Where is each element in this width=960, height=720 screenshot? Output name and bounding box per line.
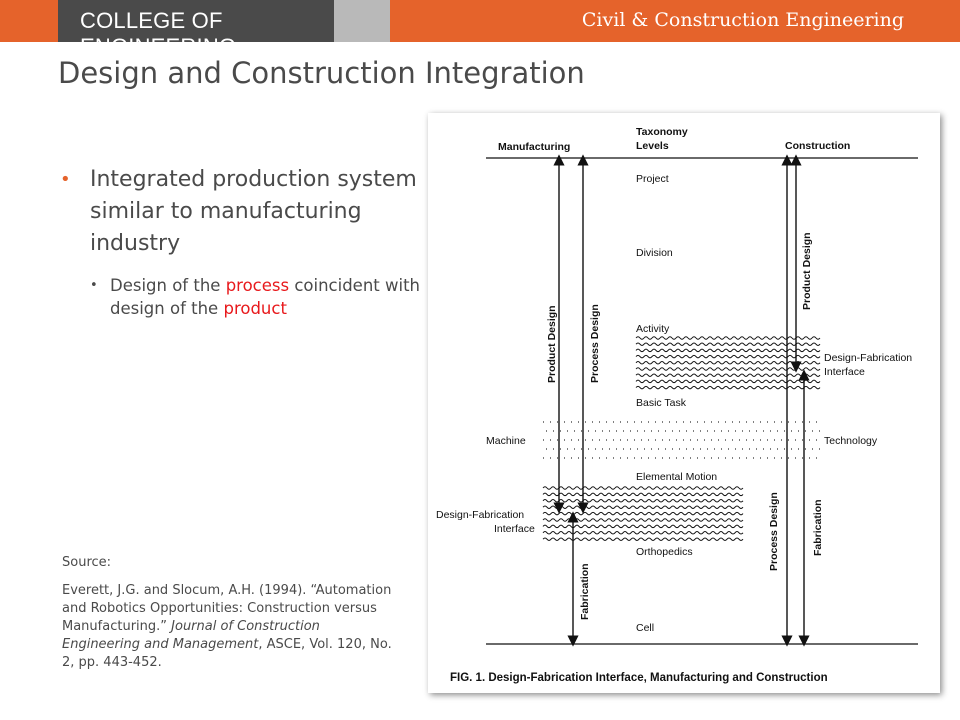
label-process-design-right: Process Design [768, 492, 780, 571]
header-construction: Construction [785, 140, 850, 152]
bullet-sub-part1: Design of the [110, 276, 226, 295]
level-cell: Cell [636, 622, 654, 634]
header-manufacturing: Manufacturing [498, 141, 570, 153]
level-elemental-motion: Elemental Motion [636, 471, 717, 483]
bullet-sub-part2: coincident with design of the [110, 276, 421, 318]
level-orthopedics: Orthopedics [636, 546, 693, 558]
source-citation: Everett, J.G. and Slocum, A.H. (1994). “… [62, 582, 402, 672]
department-name: Civil & Construction Engineering [581, 9, 904, 31]
bullet-main-text: Integrated production system similar to … [90, 167, 417, 256]
machine-label: Machine [486, 435, 526, 447]
label-fabrication-left: Fabrication [579, 563, 591, 620]
dfi-right-line2: Interface [824, 366, 865, 378]
level-project: Project [636, 173, 669, 185]
header-bar: COLLEGE OF ENGINEERING Civil & Construct… [0, 0, 960, 59]
label-product-design-left: Product Design [546, 305, 558, 383]
technology-band [543, 421, 820, 459]
bullet-list: Integrated production system similar to … [60, 164, 420, 320]
bullet-sub-product: product [223, 299, 287, 318]
figure-diagram: Manufacturing Taxonomy Levels Constructi… [428, 113, 940, 693]
journal-name: Journal of Construction Engineering and … [62, 619, 320, 652]
label-fabrication-right: Fabrication [812, 499, 824, 556]
header-levels: Levels [636, 140, 669, 152]
label-process-design-left: Process Design [589, 304, 601, 383]
dfi-left-line1: Design-Fabrication [436, 509, 524, 521]
citation-details: , ASCE, Vol. 120, No. 2, pp. 443-452. [62, 637, 392, 670]
bullet-sub: Design of the process coincident with de… [90, 274, 420, 320]
citation-text: Everett, J.G. and Slocum, A.H. (1994). “… [62, 583, 392, 634]
bullet-main: Integrated production system similar to … [60, 164, 420, 260]
label-product-design-right: Product Design [801, 232, 813, 310]
level-activity: Activity [636, 323, 670, 335]
header-divider-block [334, 0, 390, 42]
header-taxonomy: Taxonomy [636, 126, 688, 138]
source-label: Source: [62, 555, 112, 570]
taxonomy-diagram: Manufacturing Taxonomy Levels Constructi… [436, 126, 918, 684]
bullet-sub-process: process [225, 276, 290, 295]
college-name: COLLEGE OF ENGINEERING [80, 8, 237, 59]
figure-caption: FIG. 1. Design-Fabrication Interface, Ma… [450, 672, 828, 684]
level-basic-task: Basic Task [636, 397, 687, 409]
dfi-left-line2: Interface [494, 523, 535, 535]
level-division: Division [636, 247, 673, 259]
slide-title: Design and Construction Integration [58, 56, 585, 90]
dfi-right-line1: Design-Fabrication [824, 352, 912, 364]
college-banner: COLLEGE OF ENGINEERING [58, 0, 334, 59]
interface-band-construction [635, 336, 821, 390]
technology-label: Technology [824, 435, 878, 447]
source-block: Source: Everett, J.G. and Slocum, A.H. (… [62, 554, 402, 672]
